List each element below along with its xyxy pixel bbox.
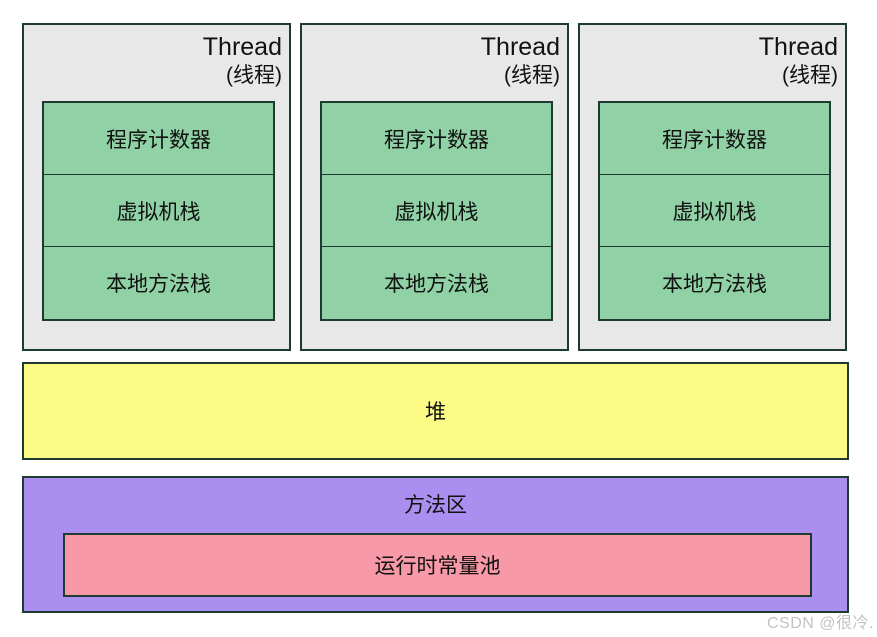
thread-1-title: Thread xyxy=(202,33,282,61)
thread-2-title-block: Thread (线程) xyxy=(310,32,560,88)
thread-box-2: Thread (线程) 程序计数器 虚拟机栈 本地方法栈 xyxy=(300,23,569,351)
thread-1-native-method-stack: 本地方法栈 xyxy=(44,247,273,319)
runtime-constant-pool-box: 运行时常量池 xyxy=(63,533,812,597)
thread-box-3: Thread (线程) 程序计数器 虚拟机栈 本地方法栈 xyxy=(578,23,847,351)
thread-1-cell-stack: 程序计数器 虚拟机栈 本地方法栈 xyxy=(42,101,275,321)
method-area-label: 方法区 xyxy=(404,494,467,517)
thread-3-cell-stack: 程序计数器 虚拟机栈 本地方法栈 xyxy=(598,101,831,321)
thread-2-native-method-stack: 本地方法栈 xyxy=(322,247,551,319)
thread-2-cell-stack: 程序计数器 虚拟机栈 本地方法栈 xyxy=(320,101,553,321)
thread-1-title-block: Thread (线程) xyxy=(32,32,282,88)
thread-1-vm-stack: 虚拟机栈 xyxy=(44,175,273,247)
thread-2-vm-stack: 虚拟机栈 xyxy=(322,175,551,247)
thread-1-program-counter: 程序计数器 xyxy=(44,103,273,175)
thread-3-subtitle: (线程) xyxy=(782,63,838,87)
thread-2-subtitle: (线程) xyxy=(504,63,560,87)
method-area-box: 方法区 运行时常量池 xyxy=(22,476,849,613)
thread-2-program-counter: 程序计数器 xyxy=(322,103,551,175)
thread-2-title: Thread xyxy=(480,33,560,61)
csdn-watermark: CSDN @很冷. xyxy=(767,615,874,632)
thread-box-1: Thread (线程) 程序计数器 虚拟机栈 本地方法栈 xyxy=(22,23,291,351)
thread-3-vm-stack: 虚拟机栈 xyxy=(600,175,829,247)
thread-3-title-block: Thread (线程) xyxy=(588,32,838,88)
thread-3-title: Thread xyxy=(758,33,838,61)
thread-3-native-method-stack: 本地方法栈 xyxy=(600,247,829,319)
thread-1-subtitle: (线程) xyxy=(226,63,282,87)
thread-3-program-counter: 程序计数器 xyxy=(600,103,829,175)
heap-box: 堆 xyxy=(22,362,849,460)
